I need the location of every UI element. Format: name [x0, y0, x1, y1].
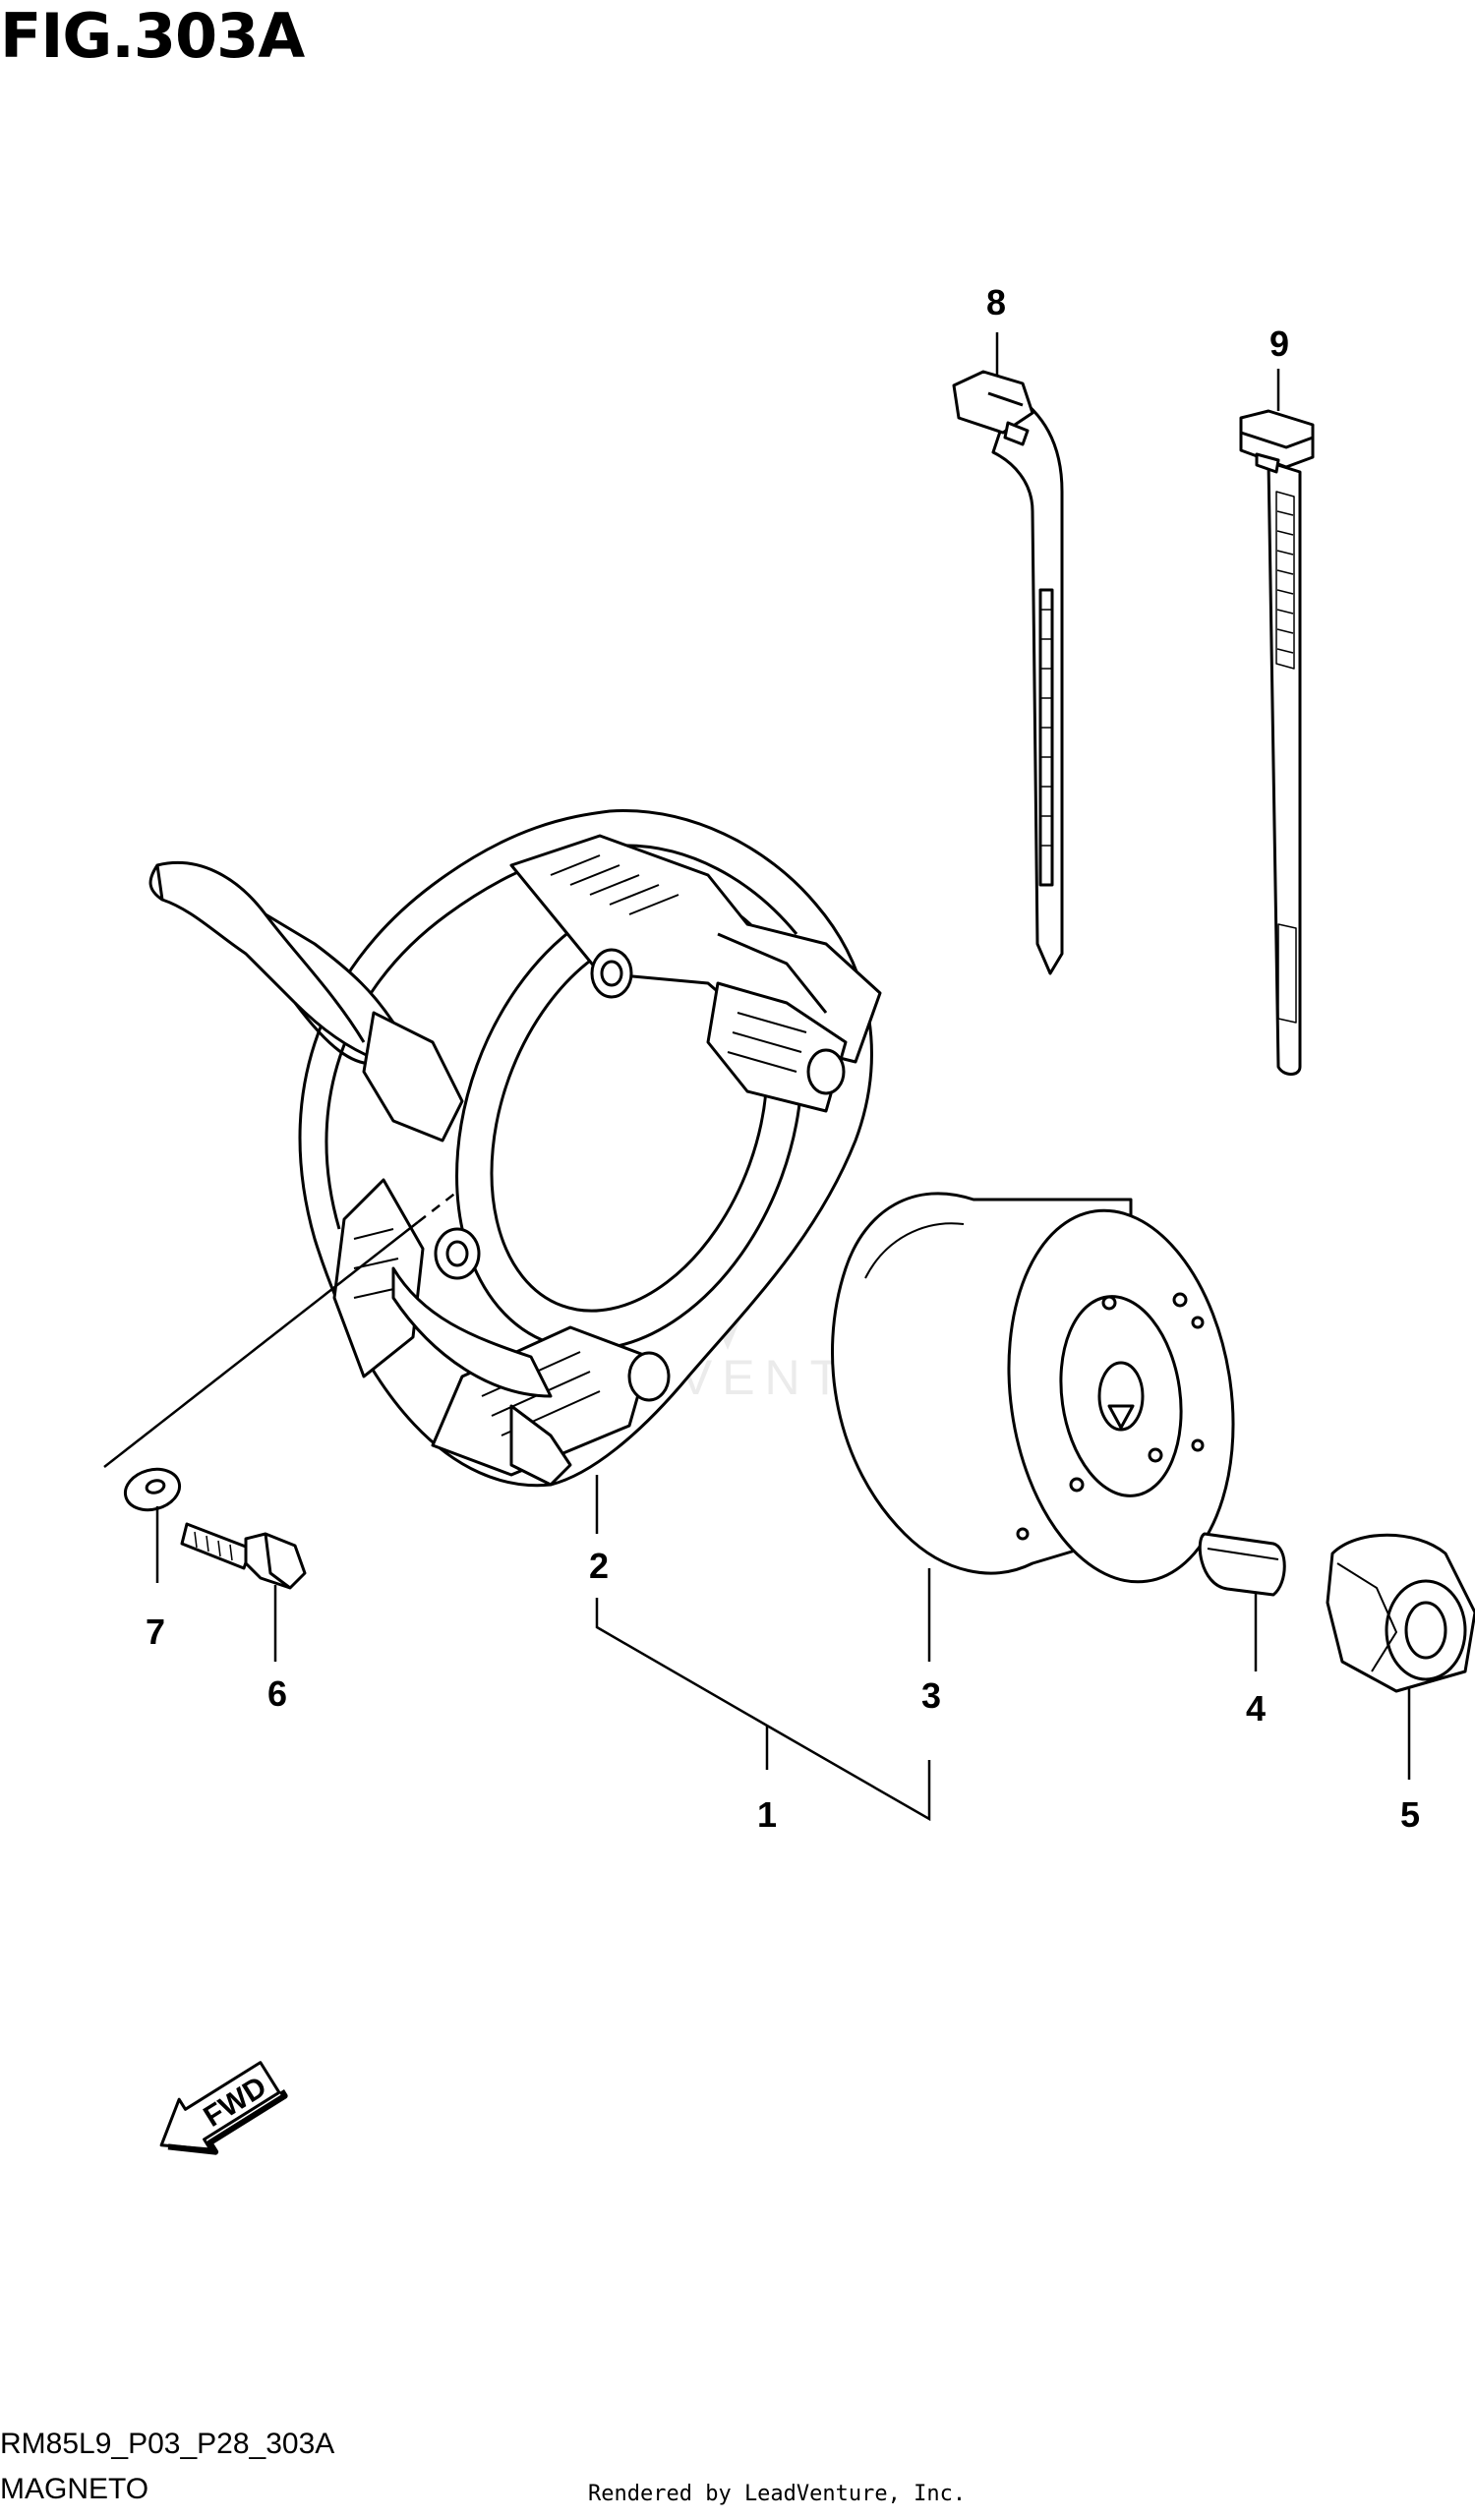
render-credit: Rendered by LeadVenture, Inc.	[588, 2482, 967, 2506]
callout-7: 7	[146, 1612, 165, 1652]
part-5-nut	[1326, 1533, 1475, 1693]
callout-1: 1	[757, 1794, 777, 1835]
part-9-cable-tie	[1239, 409, 1315, 1076]
part-8-cable-tie	[952, 370, 1064, 975]
part-2-stator	[148, 809, 882, 1488]
part-3-rotor	[831, 1192, 1235, 1584]
part-7-washer	[123, 1467, 182, 1512]
callout-9: 9	[1269, 323, 1289, 364]
callout-3: 3	[921, 1675, 941, 1716]
part-4-key	[1198, 1532, 1286, 1597]
callout-8: 8	[986, 282, 1006, 322]
leader-lines	[103, 332, 1411, 1822]
callout-4: 4	[1246, 1688, 1266, 1729]
callout-2: 2	[589, 1546, 609, 1586]
callout-5: 5	[1400, 1794, 1420, 1835]
figure-title: FIG.303A	[0, 0, 305, 72]
section-name: MAGNETO	[0, 2473, 149, 2505]
callout-6: 6	[267, 1673, 287, 1714]
fwd-direction-arrow: FWD	[159, 2061, 288, 2155]
diagram-code: RM85L9_P03_P28_303A	[0, 2428, 335, 2460]
part-6-bolt	[180, 1522, 307, 1590]
